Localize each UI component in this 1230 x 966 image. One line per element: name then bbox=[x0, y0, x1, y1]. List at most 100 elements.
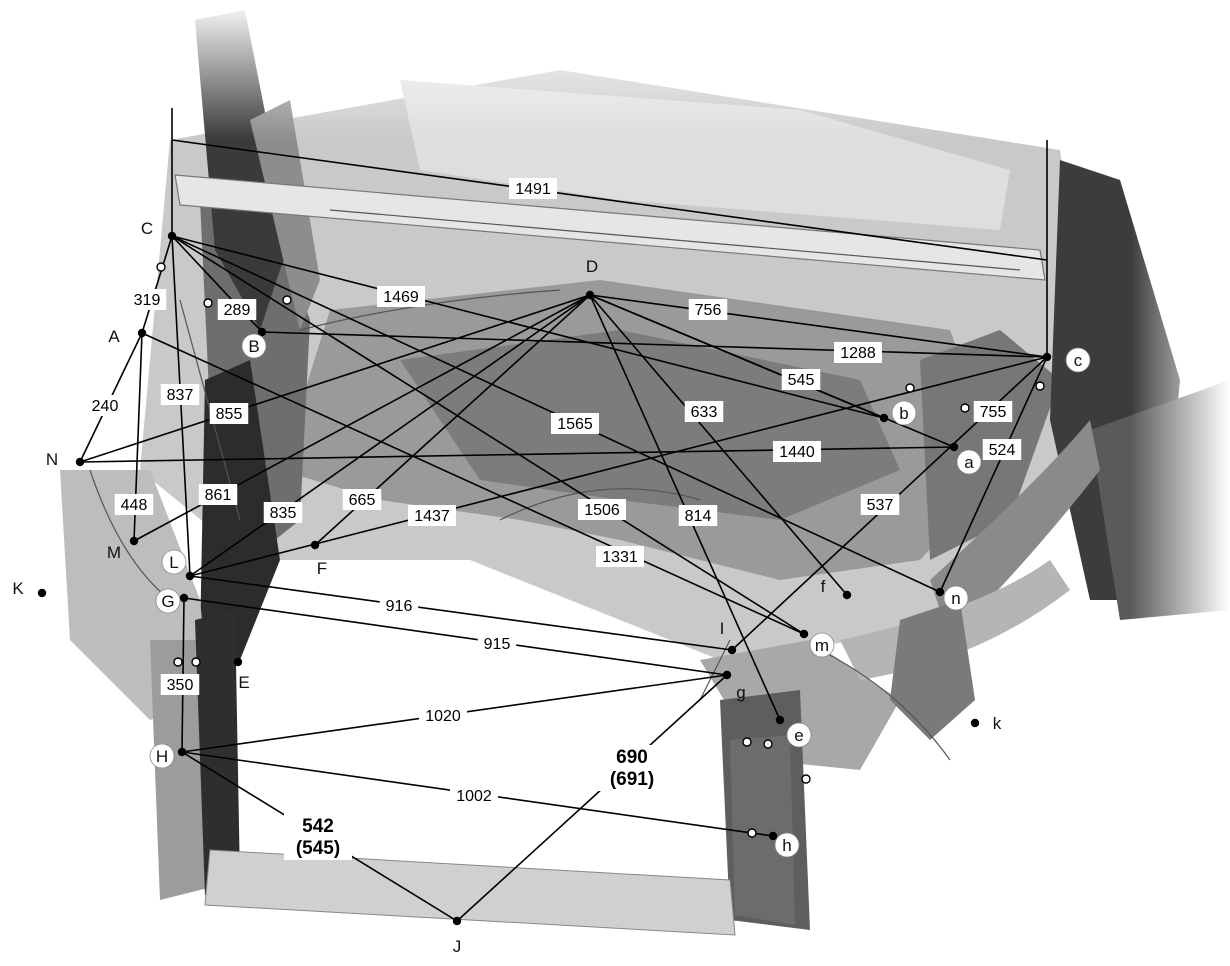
point-label-A: A bbox=[108, 327, 120, 346]
label-box-837 bbox=[160, 384, 200, 405]
label-814: 814 bbox=[685, 508, 712, 525]
point-label-badge-m bbox=[809, 632, 835, 658]
label-box-814 bbox=[678, 505, 718, 526]
hole-marker bbox=[742, 737, 752, 747]
label-box-350 bbox=[160, 674, 200, 695]
point-label-K: K bbox=[12, 579, 24, 598]
point-L bbox=[185, 571, 195, 581]
hole-marker bbox=[905, 383, 915, 393]
point-label-H: H bbox=[156, 747, 168, 766]
point-label-badge-L bbox=[161, 549, 187, 575]
point-c bbox=[1042, 352, 1052, 362]
point-E bbox=[233, 657, 243, 667]
point-h bbox=[768, 831, 778, 841]
label-1288: 1288 bbox=[840, 345, 876, 362]
label-835: 835 bbox=[270, 505, 297, 522]
label-633: 633 bbox=[691, 404, 718, 421]
point-B bbox=[257, 327, 267, 337]
point-label-F: F bbox=[317, 559, 327, 578]
point-label-badge-h bbox=[774, 832, 800, 858]
label-837: 837 bbox=[167, 387, 194, 404]
point-label-badge-G bbox=[155, 588, 181, 614]
label-1491: 1491 bbox=[515, 181, 551, 198]
label-1469: 1469 bbox=[383, 289, 419, 306]
line-1506 bbox=[171, 235, 805, 635]
label-1506: 1506 bbox=[584, 502, 620, 519]
label-1002: 1002 bbox=[456, 788, 492, 805]
hole-marker bbox=[282, 295, 292, 305]
point-A bbox=[137, 328, 147, 338]
label-box-665 bbox=[342, 489, 382, 510]
label-289: 289 bbox=[224, 302, 251, 319]
line-756 bbox=[589, 294, 1048, 358]
label-box-1331 bbox=[596, 546, 644, 567]
point-H bbox=[177, 747, 187, 757]
line-1288 bbox=[261, 331, 1048, 358]
label-box-1440 bbox=[773, 441, 821, 462]
line-524 bbox=[939, 356, 1048, 593]
point-label-D: D bbox=[586, 257, 598, 276]
label-545: 545 bbox=[788, 372, 815, 389]
point-n bbox=[935, 587, 945, 597]
label-1020: 1020 bbox=[425, 708, 461, 725]
point-label-badge-n bbox=[943, 585, 969, 611]
point-label-C: C bbox=[141, 219, 153, 238]
label-box-633 bbox=[684, 401, 724, 422]
label-756: 756 bbox=[695, 302, 722, 319]
point-m bbox=[799, 629, 809, 639]
point-label-b: b bbox=[899, 404, 908, 423]
point-label-badge-H bbox=[149, 743, 175, 769]
point-label-I: I bbox=[720, 619, 725, 638]
point-label-E: E bbox=[238, 673, 249, 692]
label-box-1565 bbox=[551, 413, 599, 434]
label-1565: 1565 bbox=[557, 416, 593, 433]
label-sub-690: (691) bbox=[610, 769, 654, 790]
point-label-g: g bbox=[736, 683, 745, 702]
label-box-1469 bbox=[377, 286, 425, 307]
label-box-542 bbox=[284, 814, 352, 860]
label-665: 665 bbox=[349, 492, 376, 509]
label-box-1506 bbox=[578, 499, 626, 520]
point-label-badge-b bbox=[891, 400, 917, 426]
label-537: 537 bbox=[867, 497, 894, 514]
point-label-M: M bbox=[107, 543, 121, 562]
point-I bbox=[727, 645, 737, 655]
label-319: 319 bbox=[134, 292, 161, 309]
line-915 bbox=[183, 597, 728, 676]
hole-marker bbox=[763, 739, 773, 749]
point-J bbox=[452, 916, 462, 926]
point-label-badge-e bbox=[786, 722, 812, 748]
label-box-915 bbox=[477, 633, 517, 654]
label-box-756 bbox=[688, 299, 728, 320]
point-M bbox=[129, 536, 139, 546]
line-916 bbox=[189, 575, 733, 651]
point-N bbox=[75, 457, 85, 467]
label-box-690 bbox=[598, 745, 666, 791]
label-915: 915 bbox=[484, 636, 511, 653]
point-label-m: m bbox=[815, 636, 829, 655]
label-box-240 bbox=[85, 395, 125, 416]
point-e bbox=[775, 715, 785, 725]
point-label-a: a bbox=[964, 453, 974, 472]
line-1469 bbox=[171, 235, 885, 419]
label-box-1002 bbox=[450, 785, 498, 806]
hole-marker bbox=[960, 403, 970, 413]
line-633 bbox=[589, 294, 848, 596]
label-box-1491 bbox=[509, 178, 557, 199]
label-542: 542 bbox=[302, 816, 334, 837]
hole-marker bbox=[156, 262, 166, 272]
line-690 bbox=[456, 674, 728, 922]
line-319 bbox=[141, 235, 173, 334]
point-label-badge-B bbox=[241, 333, 267, 359]
label-1437: 1437 bbox=[414, 508, 450, 525]
point-F bbox=[310, 540, 320, 550]
point-label-N: N bbox=[46, 450, 58, 469]
hole-marker bbox=[203, 298, 213, 308]
label-524: 524 bbox=[989, 442, 1016, 459]
label-box-537 bbox=[860, 494, 900, 515]
label-448: 448 bbox=[121, 497, 148, 514]
point-label-k: k bbox=[993, 714, 1002, 733]
label-855: 855 bbox=[216, 406, 243, 423]
